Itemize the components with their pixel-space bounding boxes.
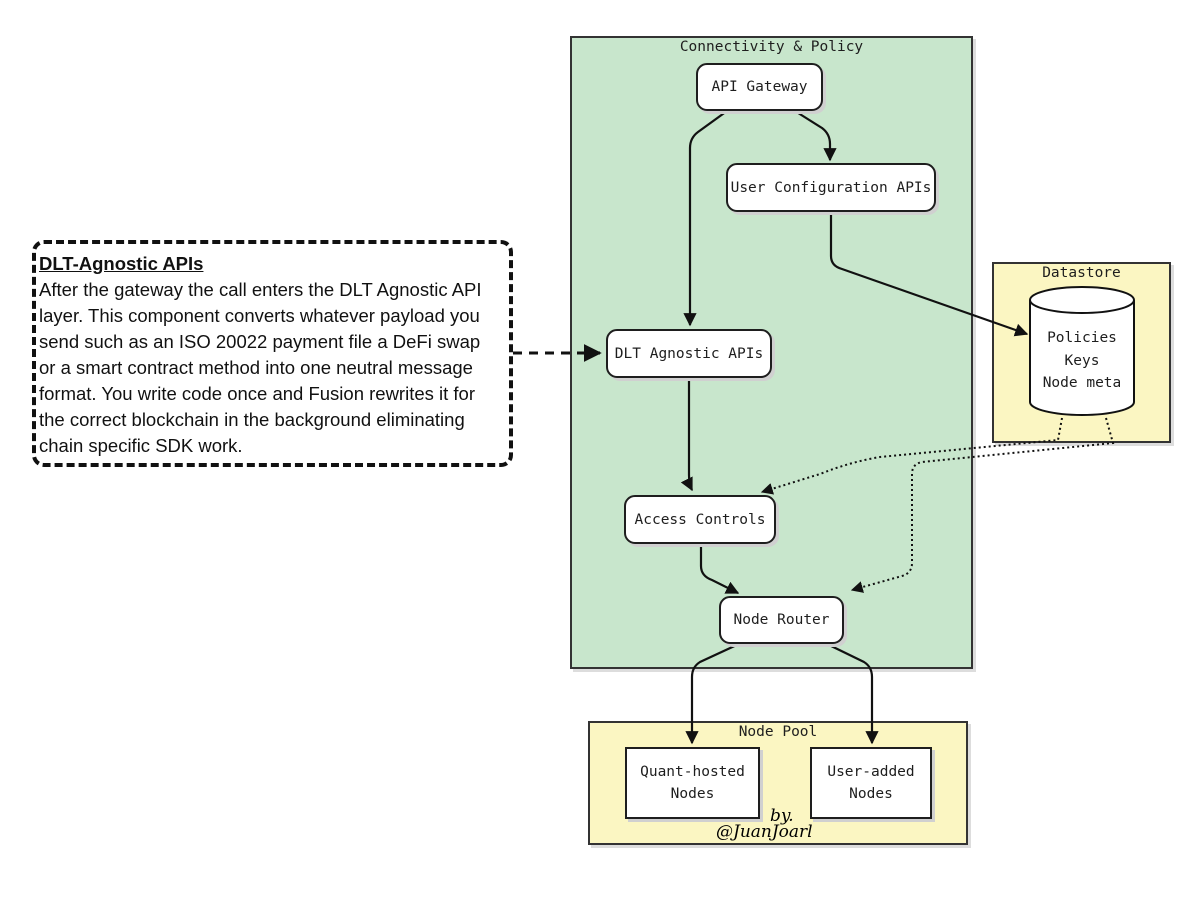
node-router-node: Node Router: [719, 596, 844, 644]
edge-datastore-to-router: [850, 417, 1115, 593]
quant-hosted-nodes-node: Quant-hosted Nodes: [625, 747, 760, 819]
edge-access-to-router: [699, 543, 740, 594]
user-added-label-line2: Nodes: [849, 786, 893, 802]
signature-handle: @JuanJoarl: [716, 822, 813, 842]
dlt-agnostic-apis-node: DLT Agnostic APIs: [606, 329, 772, 378]
datastore-cylinder: [1029, 286, 1135, 416]
dlt-agnostic-note: DLT-Agnostic APIs After the gateway the …: [32, 240, 513, 467]
user-added-nodes-node: User-added Nodes: [810, 747, 932, 819]
user-configuration-apis-node: User Configuration APIs: [726, 163, 936, 212]
connectivity-policy-title: Connectivity & Policy: [679, 39, 864, 55]
edge-router-to-quant: [685, 642, 742, 745]
api-gateway-node: API Gateway: [696, 63, 823, 111]
access-controls-node: Access Controls: [624, 495, 776, 544]
quant-hosted-label-line1: Quant-hosted: [640, 764, 745, 780]
quant-hosted-label-line2: Nodes: [670, 786, 715, 802]
edge-userconfig-to-datastore: [829, 211, 1029, 337]
datastore-item-policies: Policies: [1047, 330, 1117, 346]
datastore-title: Datastore: [1042, 265, 1121, 281]
edge-router-to-useradded: [824, 642, 879, 745]
note-title: DLT-Agnostic APIs: [39, 253, 204, 274]
edge-dlt-to-access: [680, 377, 693, 492]
user-added-label-line1: User-added: [827, 764, 915, 780]
edge-gateway-to-dlt: [683, 110, 728, 327]
signature-by: by.: [770, 806, 794, 826]
datastore-item-keys: Keys: [1064, 352, 1100, 369]
node-pool-title: Node Pool: [738, 724, 818, 740]
edge-gateway-to-userconfig: [794, 110, 837, 162]
datastore-items: Policies Keys Node meta: [1030, 327, 1134, 395]
datastore-item-node-meta: Node meta: [1042, 375, 1122, 391]
note-body: After the gateway the call enters the DL…: [39, 279, 482, 456]
edge-datastore-to-access: [760, 417, 1063, 495]
